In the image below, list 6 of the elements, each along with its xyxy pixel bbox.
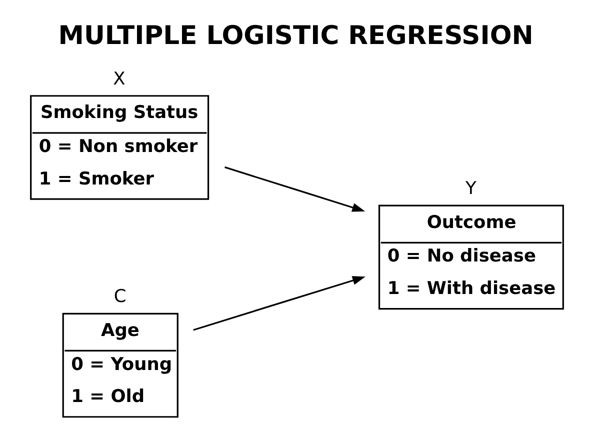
diagram-title: MULTIPLE LOGISTIC REGRESSION: [58, 20, 534, 50]
arrow: [193, 276, 366, 330]
arrow: [224, 166, 366, 212]
node-label: X: [113, 68, 126, 89]
node-label: Y: [466, 178, 476, 198]
node-label: C: [114, 286, 126, 307]
